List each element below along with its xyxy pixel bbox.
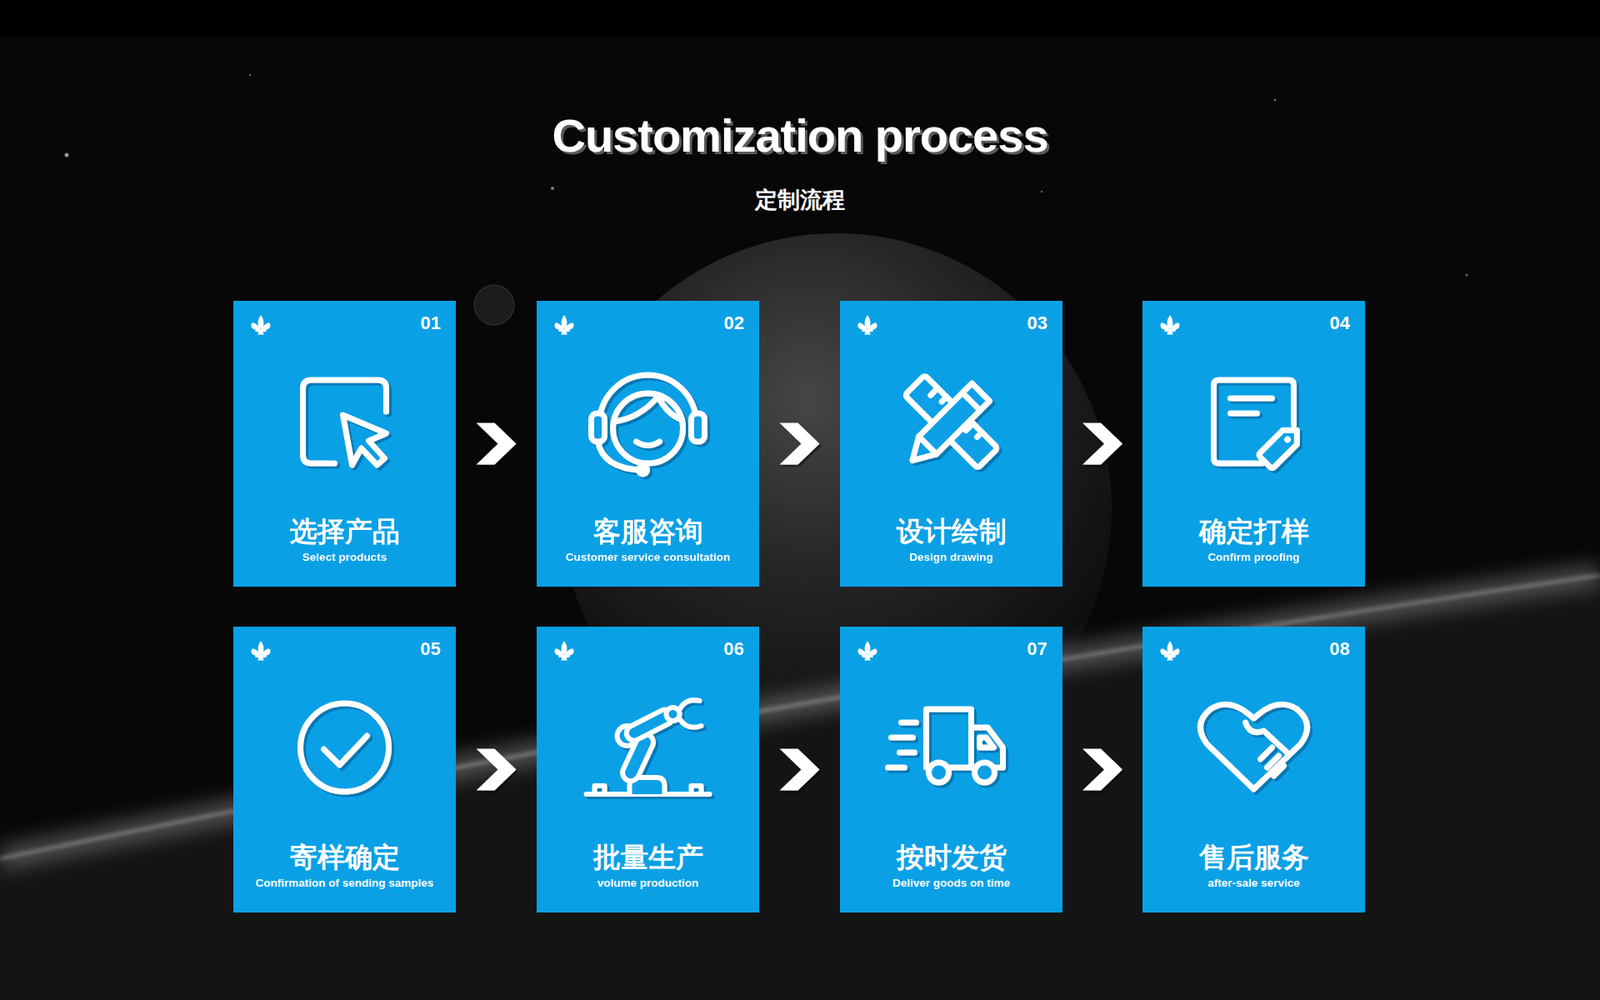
page-subtitle: 定制流程 [0,186,1600,214]
fleur-symbol [858,315,877,335]
process-card: 04 确定打样Confirm proofing [1142,300,1365,587]
service-icon [591,375,705,475]
process-card: 02 客服咨询Customer service consultation [536,300,760,587]
process-card: 06 批量生产volume production [536,626,760,913]
step-subtitle: volume production [543,875,753,891]
step-number: 02 [543,312,753,335]
truck-icon [888,709,1004,783]
step-title: 售后服务 [1149,840,1359,875]
step-subtitle: Confirmation of sending samples [240,875,450,891]
process-card: 07 按时发货Deliver goods on time [840,626,1063,913]
fleur-symbol [1160,641,1180,660]
page-title: Customization process [0,111,1600,160]
robot-arm-icon [586,700,710,795]
select-icon [303,380,387,465]
step-arrow [780,749,820,791]
process-card: 03 设计绘制Design drawing [840,300,1063,587]
step-number: 06 [543,638,753,660]
fleur-symbol [1160,315,1180,335]
step-title: 确定打样 [1149,515,1359,549]
stars [65,74,1469,277]
step-arrow [476,749,517,791]
step-subtitle: Customer service consultation [543,550,753,565]
step-subtitle: after-sale service [1149,875,1359,891]
fleur-symbols [251,315,1180,660]
planet-surface [0,575,1600,1000]
process-card: 08 售后服务after-sale service [1142,626,1365,913]
step-number: 04 [1149,312,1359,335]
step-title: 选择产品 [240,515,450,549]
fleur-symbol [858,641,877,660]
fleur-symbol [555,641,574,660]
header: Customization process 定制流程 [0,111,1600,214]
step-arrow [1082,749,1123,791]
step-title: 寄样确定 [240,840,450,875]
process-card: 05 寄样确定Confirmation of sending samples [233,626,456,913]
step-arrow [1082,423,1123,465]
fleur-symbol [251,641,270,660]
proof-icon [1214,380,1305,470]
fleur-symbol [251,315,270,335]
check-icon [300,703,390,792]
step-number: 05 [240,638,450,660]
step-title: 按时发货 [846,840,1056,875]
step-number: 08 [1149,638,1359,660]
step-subtitle: Deliver goods on time [846,875,1056,891]
design-icon [903,375,998,470]
small-moon [474,285,515,325]
process-card: 01 选择产品Select products [233,300,456,587]
handshake-icon [1200,704,1307,790]
step-number: 03 [846,312,1056,335]
step-arrow [476,423,517,465]
step-subtitle: Confirm proofing [1149,550,1359,565]
step-subtitle: Design drawing [846,550,1056,565]
top-strip [0,0,1600,36]
step-title: 客服咨询 [543,515,753,549]
fleur-symbol [555,315,574,335]
step-title: 批量生产 [543,840,753,875]
step-number: 01 [240,312,450,335]
step-title: 设计绘制 [846,515,1056,549]
step-subtitle: Select products [240,550,450,565]
step-icons [300,375,1308,795]
step-number: 07 [846,638,1056,660]
step-arrow [780,423,820,465]
